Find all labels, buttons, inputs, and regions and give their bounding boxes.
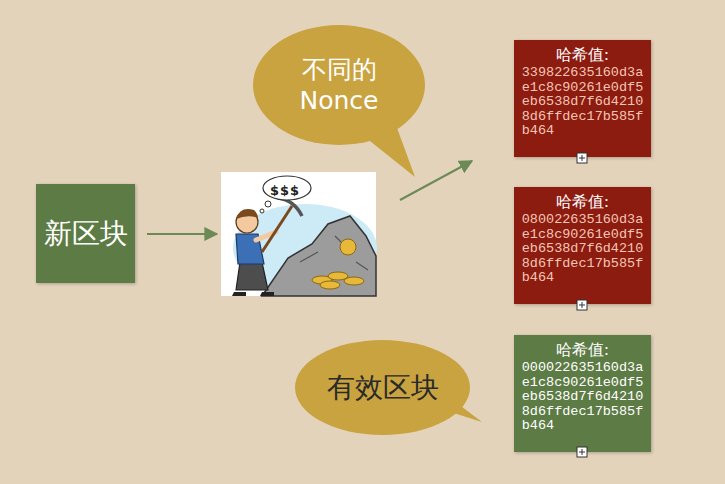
hash-box: 哈希值:080022635160d3ae1c8c90261e0df5eb6538… (514, 187, 651, 304)
expand-icon (577, 153, 587, 163)
node-label: 不同的 Nonce (284, 54, 394, 117)
hash-box: 哈希值:000022635160d3ae1c8c90261e0df5eb6538… (514, 335, 651, 452)
thought-symbols: $$$ (270, 183, 300, 198)
hash-value: 339822635160d3ae1c8c90261e0df5eb6538d7f6… (522, 66, 644, 139)
bubble-shape (253, 25, 425, 145)
block-box: 新区块 (36, 184, 135, 283)
flow-arrow (147, 233, 217, 235)
hash-heading: 哈希值: (519, 191, 646, 213)
hash-box: 哈希值:339822635160d3ae1c8c90261e0df5eb6538… (514, 40, 651, 157)
speech-bubble: 有效区块 (295, 340, 470, 435)
label-holder: $$$ (270, 180, 300, 199)
hash-heading: 哈希值: (519, 339, 646, 361)
node-label: 有效区块 (327, 370, 439, 405)
node-label: 新区块 (44, 216, 128, 251)
hash-value: 080022635160d3ae1c8c90261e0df5eb6538d7f6… (522, 213, 644, 286)
hash-heading: 哈希值: (519, 44, 646, 66)
hash-value: 000022635160d3ae1c8c90261e0df5eb6538d7f6… (522, 361, 644, 434)
expand-icon (577, 300, 587, 310)
speech-bubble: 不同的 Nonce (253, 25, 425, 145)
expand-icon (577, 447, 587, 457)
